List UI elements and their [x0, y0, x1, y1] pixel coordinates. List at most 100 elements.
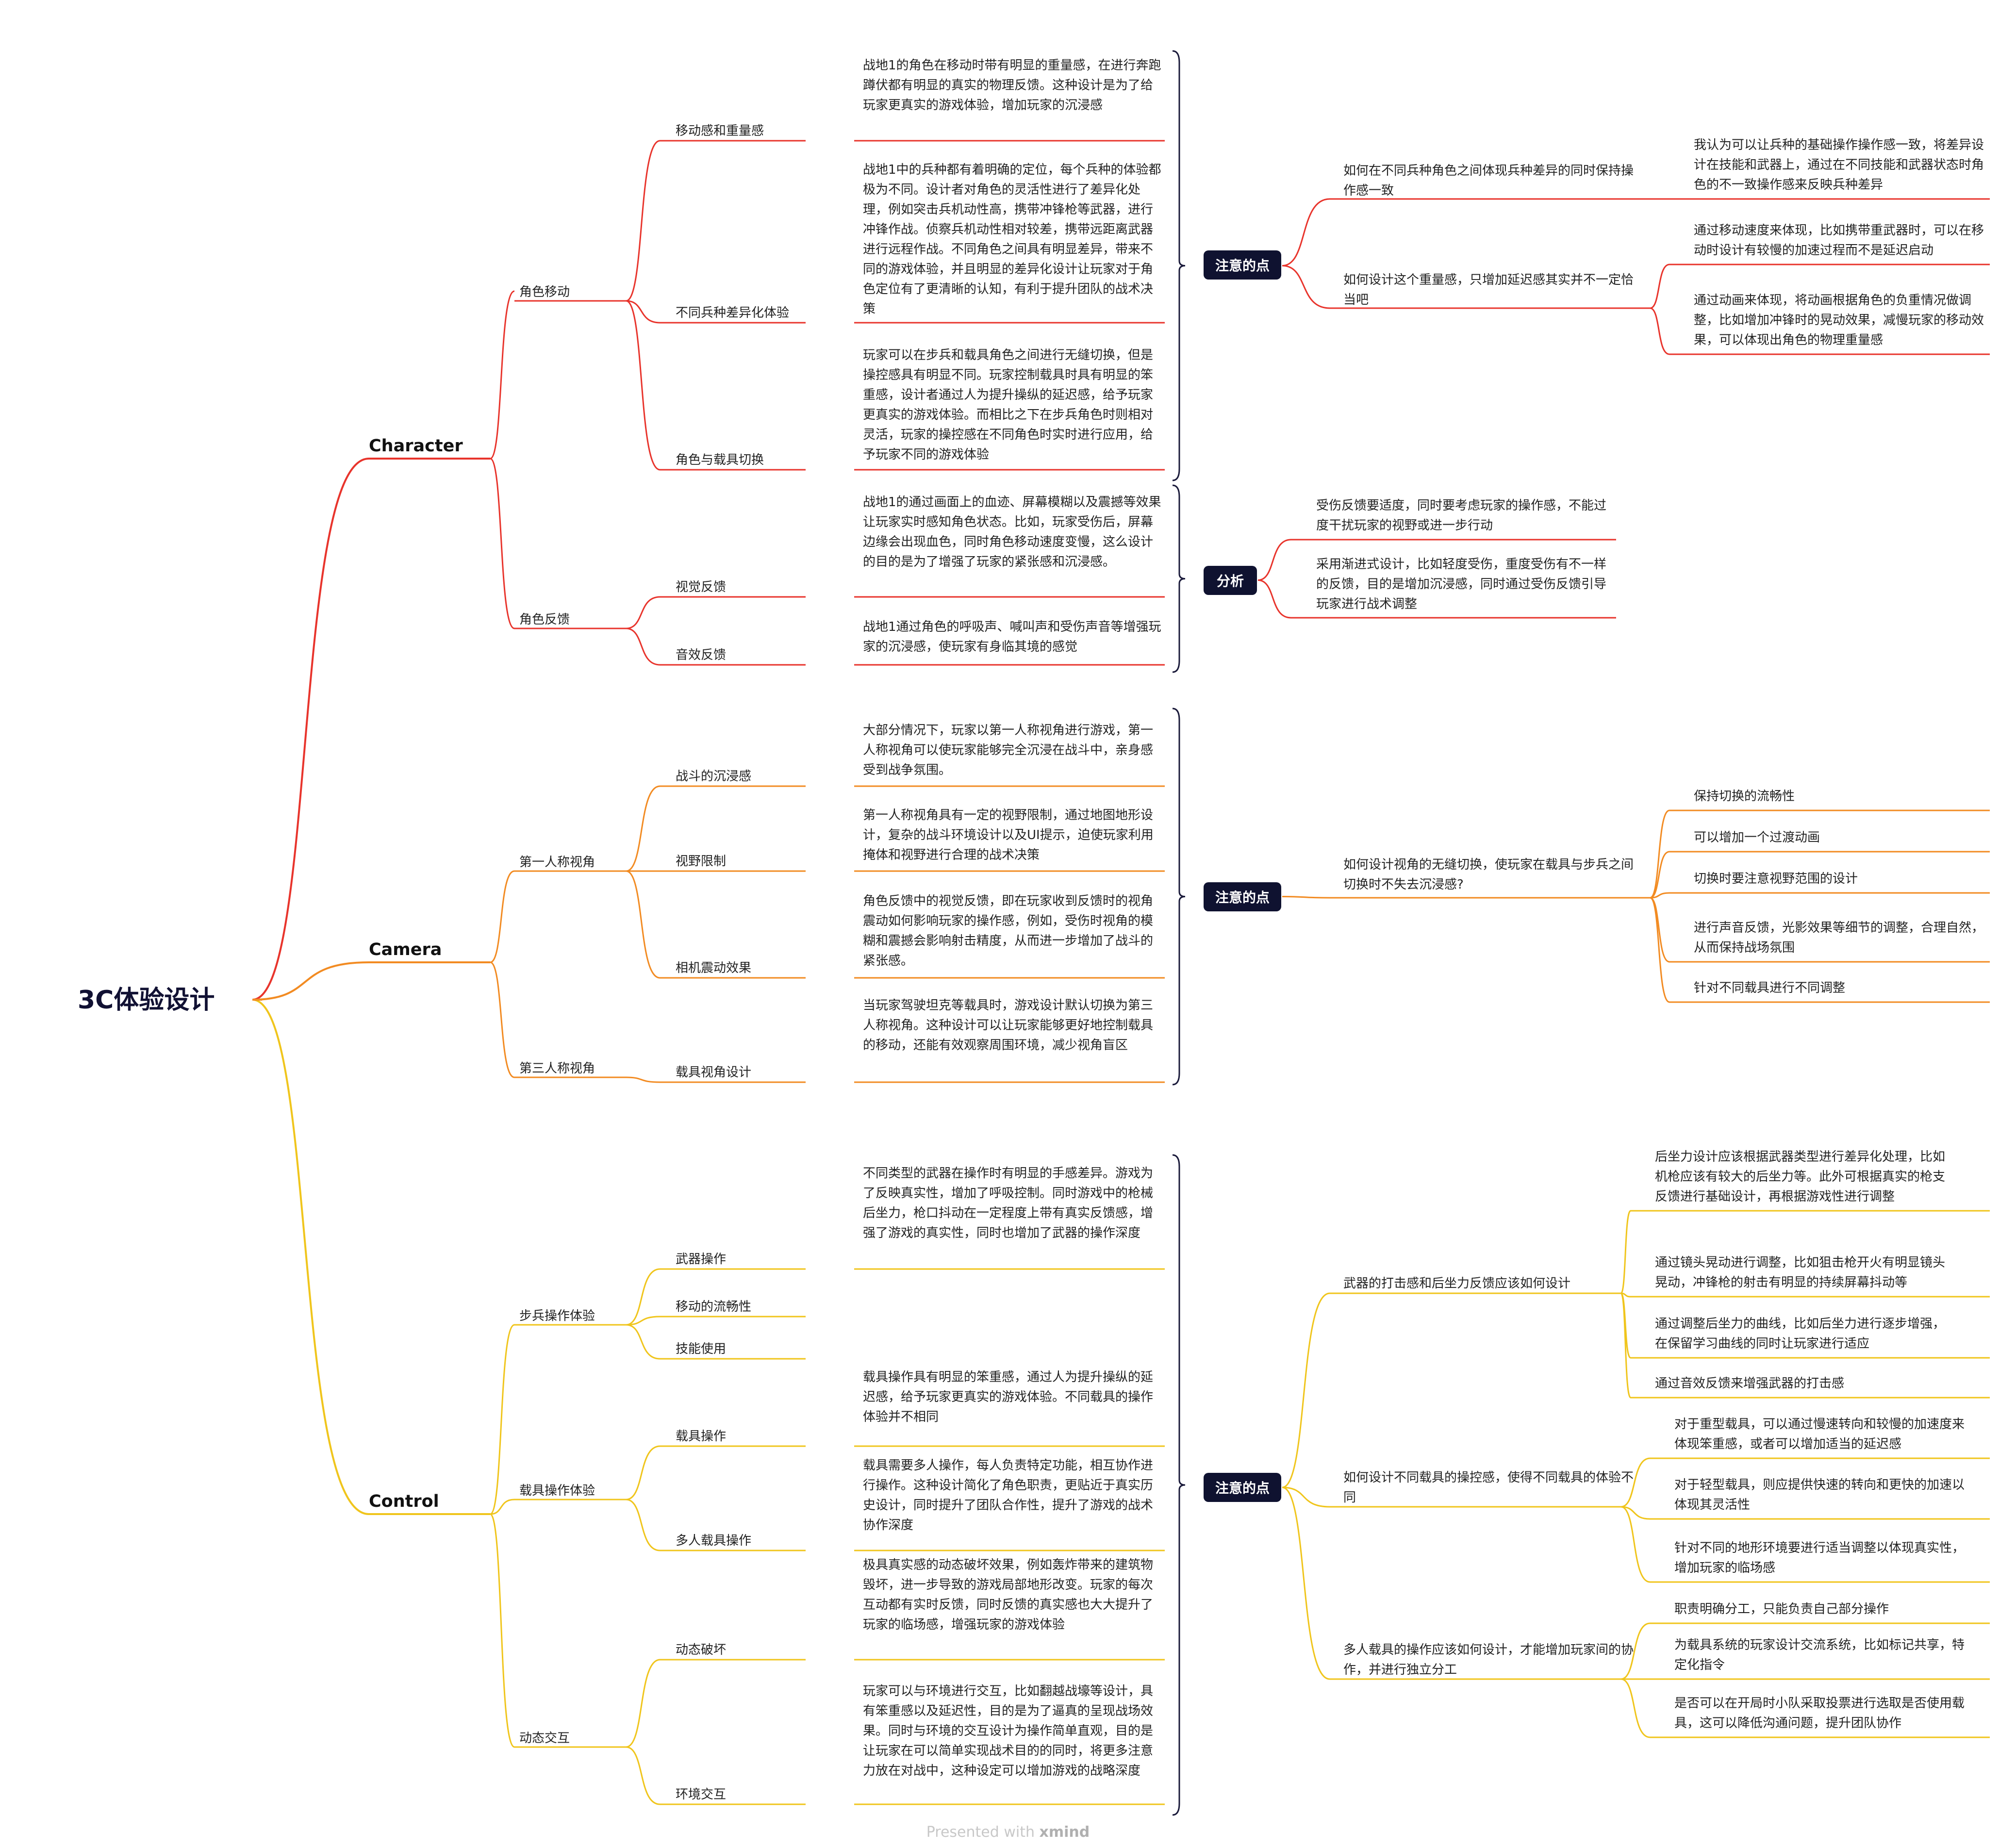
note-answer: 针对不同载具进行不同调整: [1694, 981, 1846, 995]
leaf-description: 不同类型的武器在操作时有明显的手感差异。游戏为了反映真实性，增加了呼吸控制。同时…: [863, 1166, 1154, 1240]
leaf-label: 多人载具操作: [676, 1534, 752, 1548]
branch-connector: [490, 961, 515, 1078]
leaf-label: 视野限制: [676, 854, 727, 869]
summary-bracket: [1172, 484, 1186, 673]
branch-connector: [1282, 1486, 1330, 1508]
note-answer: 切换时要注意视野范围的设计: [1694, 872, 1858, 886]
group-branches-control-infantry: 步兵操作体验: [519, 1309, 595, 1323]
analysis-item: 受伤反馈要适度，同时要考虑玩家的操作感，不能过度干扰玩家的视野或进一步行动: [1316, 498, 1607, 533]
branch-connector: [626, 596, 661, 629]
branch-camera: Camera: [369, 940, 442, 959]
branch-connector: [1620, 1506, 1651, 1583]
leaf-label: 视觉反馈: [676, 580, 727, 594]
leaf-label: 武器操作: [676, 1252, 727, 1267]
branch-connector: [626, 1076, 661, 1083]
note-answer: 对于重型载具，可以通过慢速转向和较慢的加速度来体现笨重感，或者可以增加适当的延迟…: [1674, 1417, 1965, 1451]
analysis-item: 采用渐进式设计，比如轻度受伤，重度受伤有不一样的反馈，目的是增加沉浸感，同时通过…: [1316, 557, 1607, 611]
leaf-label: 音效反馈: [676, 648, 727, 662]
branch-character: Character: [369, 436, 463, 456]
branch-connector: [1620, 1292, 1632, 1399]
branch-connector: [490, 458, 515, 629]
note-answer: 通过移动速度来体现，比如携带重武器时，可以在移动时设计有较慢的加速过程而不是延迟…: [1694, 223, 1984, 258]
group-branches-control-dynamic: 动态交互: [519, 1731, 570, 1746]
branch-connector: [1282, 1292, 1330, 1488]
note-tag-control: 注意的点: [1204, 1473, 1281, 1502]
branch-connector: [1650, 892, 1670, 899]
branch-connector: [626, 140, 661, 302]
leaf-label: 环境交互: [676, 1787, 727, 1802]
leaf-description: 载具需要多人操作，每人负责特定功能，相互协作进行操作。这种设计简化了角色职责，更…: [863, 1458, 1154, 1533]
note-question: 多人载具的操作应该如何设计，才能增加玩家间的协作，并进行独立分工: [1343, 1643, 1634, 1677]
branch-connector: [626, 1659, 661, 1748]
branch-connector: [626, 870, 661, 979]
note-answer: 进行声音反馈，光影效果等细节的调整，合理自然，从而保持战场氛围: [1694, 921, 1984, 955]
branch-control: Control: [369, 1492, 439, 1511]
leaf-label: 相机震动效果: [676, 961, 752, 975]
note-answer: 通过镜头晃动进行调整，比如狙击枪开火有明显镜头晃动，冲锋枪的射击有明显的持续屏幕…: [1655, 1255, 1946, 1290]
branch-connector: [1620, 1622, 1651, 1680]
footer-brand: xmind: [1039, 1824, 1090, 1841]
branch-connector: [1620, 1678, 1651, 1738]
leaf-description: 战地1中的兵种都有着明确的定位，每个兵种的体验都极为不同。设计者对角色的灵活性进…: [863, 163, 1161, 316]
branch-connector: [626, 300, 661, 471]
branch-connector: [626, 627, 661, 666]
leaf-label: 移动的流畅性: [676, 1300, 752, 1314]
note-answer: 是否可以在开局时小队采取投票进行选取是否使用载具，这可以降低沟通问题，提升团队协…: [1674, 1696, 1965, 1731]
leaf-description: 第一人称视角具有一定的视野限制，通过地图地形设计，复杂的战斗环境设计以及UI提示…: [863, 808, 1154, 862]
branch-connector: [1620, 1457, 1651, 1508]
branch-connector: [1282, 896, 1330, 899]
branch-connector: [1620, 1210, 1632, 1294]
leaf-label: 载具视角设计: [676, 1065, 752, 1080]
note-answer: 后坐力设计应该根据武器类型进行差异化处理，比如机枪应该有较大的后坐力等。此外可根…: [1655, 1150, 1946, 1204]
branch-connector: [1257, 539, 1291, 581]
branch-connector: [626, 1316, 661, 1326]
branch-connector: [1282, 1486, 1330, 1680]
branch-connector: [1282, 265, 1330, 309]
note-question: 如何设计视角的无缝切换，使玩家在载具与步兵之间切换时不失去沉浸感?: [1343, 858, 1634, 892]
note-answer: 对于轻型载具，则应提供快速的转向和更快的加速以体现其灵活性: [1674, 1478, 1965, 1512]
note-question: 武器的打击感和后坐力反馈应该如何设计: [1343, 1276, 1571, 1291]
group-branches-control-vehicle: 载具操作体验: [519, 1484, 595, 1498]
leaf-label: 动态破坏: [676, 1643, 727, 1657]
note-answer: 职责明确分工，只能负责自己部分操作: [1674, 1602, 1889, 1616]
branch-connector: [1650, 809, 1670, 899]
leaf-description: 战地1的通过画面上的血迹、屏幕模糊以及震撼等效果让玩家实时感知角色状态。比如，玩…: [863, 495, 1161, 569]
group-branches-camera-third: 第三人称视角: [519, 1061, 595, 1076]
group-branches-character-feedback: 角色反馈: [519, 612, 570, 627]
leaf-label: 载具操作: [676, 1429, 727, 1444]
leaf-description: 角色反馈中的视觉反馈，即在玩家收到反馈时的视角震动如何影响玩家的操作感，例如，受…: [863, 894, 1154, 968]
group-branches-camera-first: 第一人称视角: [519, 855, 595, 870]
branch-connector: [490, 290, 515, 460]
group-branches-character-movement: 角色移动: [519, 285, 570, 299]
branch-connector: [490, 1324, 515, 1515]
footer-prefix: Presented with: [926, 1824, 1040, 1841]
branch-connector: [626, 1324, 661, 1360]
leaf-label: 战斗的沉浸感: [676, 769, 752, 784]
leaf-description: 当玩家驾驶坦克等载具时，游戏设计默认切换为第三人称视角。这种设计可以让玩家能够更…: [863, 998, 1154, 1053]
branch-connector: [626, 1445, 661, 1501]
leaf-label: 不同兵种差异化体验: [676, 306, 790, 320]
note-answer: 为载具系统的玩家设计交流系统，比如标记共享，特定化指令: [1674, 1638, 1965, 1672]
leaf-description: 战地1的角色在移动时带有明显的重量感，在进行奔跑蹲伏都有明显的真实的物理反馈。这…: [863, 58, 1161, 113]
leaf-label: 技能使用: [676, 1342, 727, 1356]
branch-connector: [490, 870, 515, 963]
branch-connector: [252, 999, 369, 1515]
leaf-description: 大部分情况下，玩家以第一人称视角进行游戏，第一人称视角可以使玩家能够完全沉浸在战…: [863, 723, 1154, 777]
note-answer: 通过调整后坐力的曲线，比如后坐力进行逐步增强，在保留学习曲线的同时让玩家进行适应: [1655, 1317, 1946, 1351]
note-question: 如何在不同兵种角色之间体现兵种差异的同时保持操作感一致: [1343, 164, 1634, 198]
branch-connector: [626, 300, 661, 324]
branch-connector: [626, 1268, 661, 1326]
summary-bracket: [1172, 50, 1186, 481]
branch-connector: [1257, 579, 1291, 619]
leaf-description: 战地1通过角色的呼吸声、喊叫声和受伤声音等增强玩家的沉浸感，使玩家有身临其境的感…: [863, 620, 1161, 654]
footer-watermark: Presented with xmind: [0, 1824, 2016, 1841]
note-tag-movement: 注意的点: [1204, 250, 1281, 280]
branch-connector: [1650, 851, 1670, 899]
branch-connector: [490, 1499, 515, 1515]
branch-connector: [1650, 897, 1670, 1003]
note-answer: 针对不同的地形环境要进行适当调整以体现真实性，增加玩家的临场感: [1674, 1541, 1965, 1575]
note-answer: 通过动画来体现，将动画根据角色的负重情况做调整，比如增加冲锋时的晃动效果，减慢玩…: [1694, 293, 1984, 347]
branch-connector: [1650, 264, 1670, 309]
branch-connector: [1620, 1506, 1651, 1520]
